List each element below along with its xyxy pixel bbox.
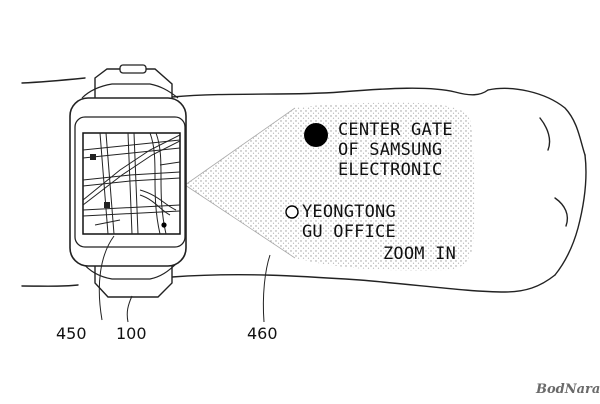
- map-poi-icon: [90, 154, 96, 160]
- arm-lower-edge: [21, 284, 79, 287]
- zoom-in-label[interactable]: ZOOM IN: [383, 244, 457, 264]
- watermark: BodNara: [536, 382, 600, 397]
- leader-460: [262, 254, 271, 323]
- finger-crease-2: [554, 197, 569, 227]
- projection-beam-edge: [184, 107, 296, 259]
- ref-numeral-100: 100: [116, 324, 147, 343]
- ref-numeral-460: 460: [247, 324, 278, 343]
- hand-lower-edge: [171, 273, 556, 293]
- map-roads: [83, 133, 180, 234]
- primary-location-label: CENTER GATE OF SAMSUNG ELECTRONIC: [338, 120, 453, 180]
- secondary-label-line-2: GU OFFICE: [302, 222, 396, 242]
- projected-image: [184, 102, 475, 271]
- secondary-location-label: YEONGTONG GU OFFICE: [302, 202, 396, 242]
- primary-label-line-3: ELECTRONIC: [338, 160, 443, 180]
- watch-strap-bottom-band: [81, 261, 179, 280]
- map-location-icon: [161, 222, 167, 228]
- watch-button: [119, 64, 147, 74]
- arm-upper-edge: [21, 77, 86, 84]
- watch-screen-map: [82, 132, 181, 235]
- primary-label-line-1: CENTER GATE: [338, 120, 453, 140]
- ref-numeral-450: 450: [56, 324, 87, 343]
- smartwatch: [69, 64, 187, 298]
- hollow-circle-icon: [285, 205, 299, 219]
- leader-450: [98, 235, 115, 321]
- watch-strap-top-band: [81, 83, 179, 99]
- wrist-upper-edge: [171, 87, 489, 98]
- secondary-label-line-1: YEONGTONG: [302, 202, 396, 222]
- hand-right-edge: [554, 154, 587, 276]
- leader-lines: [98, 235, 271, 323]
- arm-outline: [21, 77, 587, 293]
- leader-100: [126, 295, 133, 323]
- projection-beam: [185, 108, 295, 258]
- projection-surface: [295, 102, 475, 271]
- finger-crease-1: [539, 117, 551, 151]
- primary-label-line-2: OF SAMSUNG: [338, 140, 443, 160]
- filled-circle-icon: [304, 123, 328, 147]
- map-poi-icon: [104, 202, 110, 208]
- knuckle-edge: [487, 87, 586, 156]
